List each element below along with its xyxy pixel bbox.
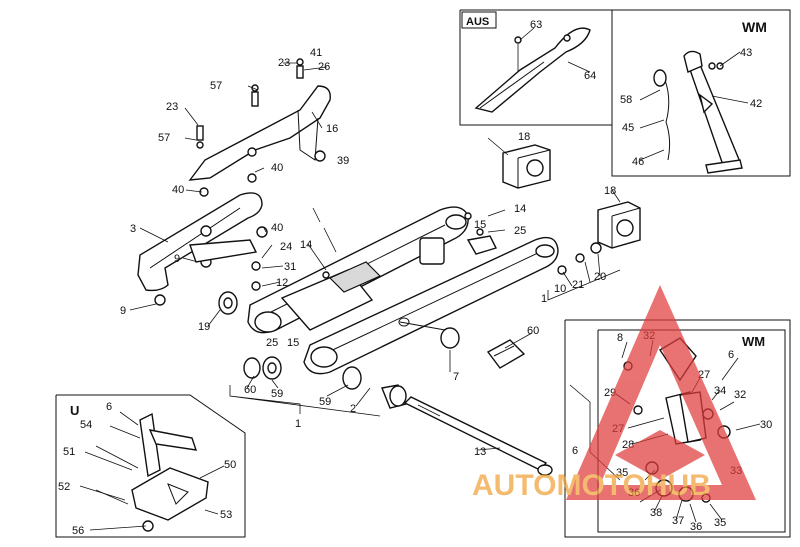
callout-15b: 15 — [474, 219, 486, 231]
brand-watermark-text: AUTOMOTOHUB — [472, 469, 711, 502]
callout-63: 63 — [530, 19, 542, 31]
callout-60a: 60 — [244, 384, 256, 396]
callout-1b: 1 — [541, 293, 547, 305]
callout-36b: 36 — [690, 521, 702, 533]
callout-58: 58 — [620, 94, 632, 106]
callout-45: 45 — [622, 122, 634, 134]
callout-43: 43 — [740, 47, 752, 59]
callout-9b: 9 — [120, 305, 126, 317]
callout-14a: 14 — [300, 239, 312, 251]
callout-25a: 25 — [266, 337, 278, 349]
leader-lines — [79, 27, 761, 531]
brand-watermark: AUTOMOTOHUB — [472, 285, 756, 502]
callout-23b: 23 — [166, 101, 178, 113]
rubber-blocks — [502, 144, 641, 249]
callout-25b: 25 — [514, 225, 526, 237]
u-chain-guide — [95, 412, 209, 532]
callout-50: 50 — [224, 459, 236, 471]
panel-wm-bottom-label: WM — [742, 334, 765, 349]
panel-aus: AUS — [459, 9, 612, 126]
callout-26: 26 — [318, 61, 330, 73]
callout-59a: 59 — [271, 388, 283, 400]
callout-35a: 35 — [616, 467, 628, 479]
callout-31: 31 — [284, 261, 296, 273]
callout-39: 39 — [337, 155, 349, 167]
callout-18b: 18 — [604, 185, 616, 197]
panel-wm-top-label: WM — [742, 19, 767, 35]
callout-57: 57 — [210, 80, 222, 92]
callout-40b: 40 — [172, 184, 184, 196]
callout-6wm: 6 — [728, 349, 734, 361]
callout-6u: 6 — [106, 401, 112, 413]
callout-18a: 18 — [518, 131, 530, 143]
callout-24: 24 — [280, 241, 292, 253]
callout-20: 20 — [594, 271, 606, 283]
callout-8: 8 — [617, 332, 623, 344]
chain-guard — [188, 85, 331, 183]
panel-wm-top: WM — [611, 9, 791, 177]
callout-56: 56 — [72, 525, 84, 537]
callout-3: 3 — [130, 223, 136, 235]
side-stand — [653, 50, 743, 174]
callout-15a: 15 — [287, 337, 299, 349]
callout-60b: 60 — [527, 325, 539, 337]
callout-12: 12 — [276, 277, 288, 289]
callout-40a: 40 — [271, 162, 283, 174]
hardware — [154, 58, 724, 306]
callout-51: 51 — [63, 446, 75, 458]
panel-u-label: U — [70, 403, 79, 418]
callout-41: 41 — [310, 47, 322, 59]
callout-2: 2 — [350, 403, 356, 415]
callout-54: 54 — [80, 419, 92, 431]
callout-6wmb: 6 — [572, 445, 578, 457]
callout-42: 42 — [750, 98, 762, 110]
aus-chain-guide — [474, 27, 591, 113]
callout-37: 37 — [672, 515, 684, 527]
callout-46: 46 — [632, 156, 644, 168]
callout-40c: 40 — [271, 222, 283, 234]
callout-14b: 14 — [514, 203, 526, 215]
callout-57b: 57 — [158, 132, 170, 144]
callout-21: 21 — [572, 279, 584, 291]
callout-1: 1 — [295, 418, 301, 430]
callout-9a: 9 — [174, 253, 180, 265]
callout-53: 53 — [220, 509, 232, 521]
callout-13: 13 — [474, 446, 486, 458]
callout-30: 30 — [760, 419, 772, 431]
swingarm — [247, 206, 559, 375]
callout-32b: 32 — [734, 389, 746, 401]
callout-38: 38 — [650, 507, 662, 519]
callout-19: 19 — [198, 321, 210, 333]
callout-35b: 35 — [714, 517, 726, 529]
callout-10: 10 — [554, 283, 566, 295]
panel-aus-label: AUS — [466, 16, 489, 28]
panel-u: U — [55, 394, 246, 538]
callout-52: 52 — [58, 481, 70, 493]
chain-slider — [137, 192, 263, 292]
callout-59b: 59 — [319, 396, 331, 408]
callout-64: 64 — [584, 70, 596, 82]
callout-34: 34 — [714, 385, 726, 397]
callout-16: 16 — [326, 123, 338, 135]
pivot-spindle — [403, 396, 553, 476]
callout-7: 7 — [453, 371, 459, 383]
bushes — [218, 291, 460, 409]
chain-adjuster-pad — [486, 339, 526, 369]
callout-23: 23 — [278, 57, 290, 69]
